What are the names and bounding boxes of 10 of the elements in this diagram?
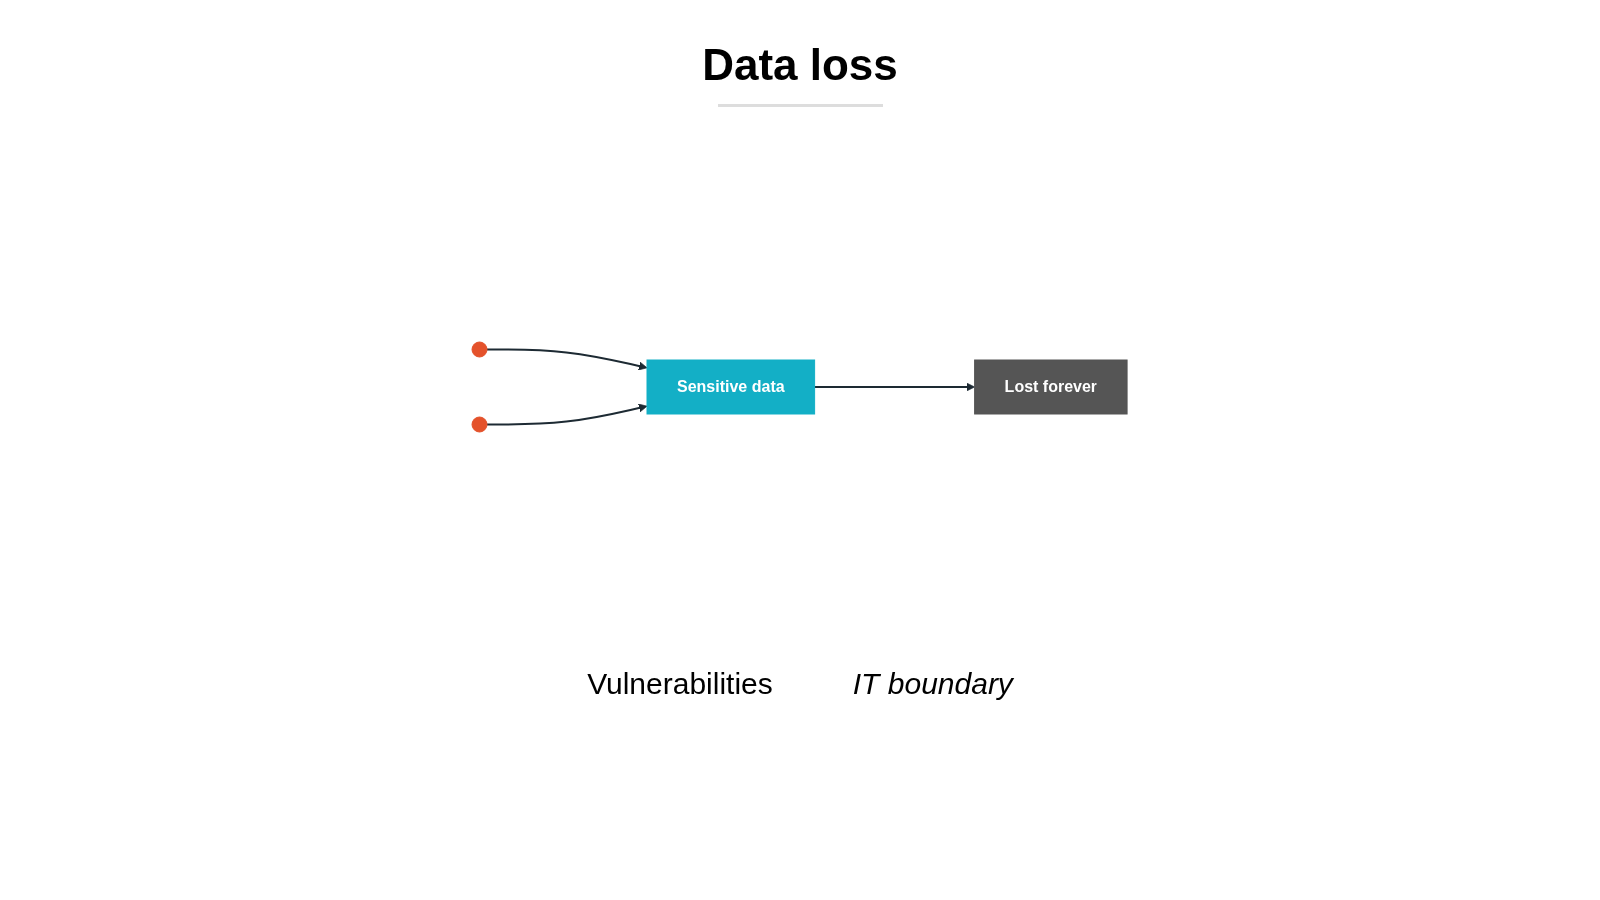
arrow bbox=[486, 403, 648, 426]
node-circle bbox=[471, 416, 488, 433]
note-label: IT boundary bbox=[852, 667, 1013, 701]
arrow bbox=[814, 382, 976, 392]
note-label: Vulnerabilities bbox=[587, 667, 773, 701]
node-box: Lost forever bbox=[974, 359, 1129, 415]
arrow bbox=[486, 348, 648, 371]
diagram-title: Data loss bbox=[701, 40, 899, 90]
node-box: Sensitive data bbox=[646, 359, 816, 415]
node-circle bbox=[471, 341, 488, 358]
